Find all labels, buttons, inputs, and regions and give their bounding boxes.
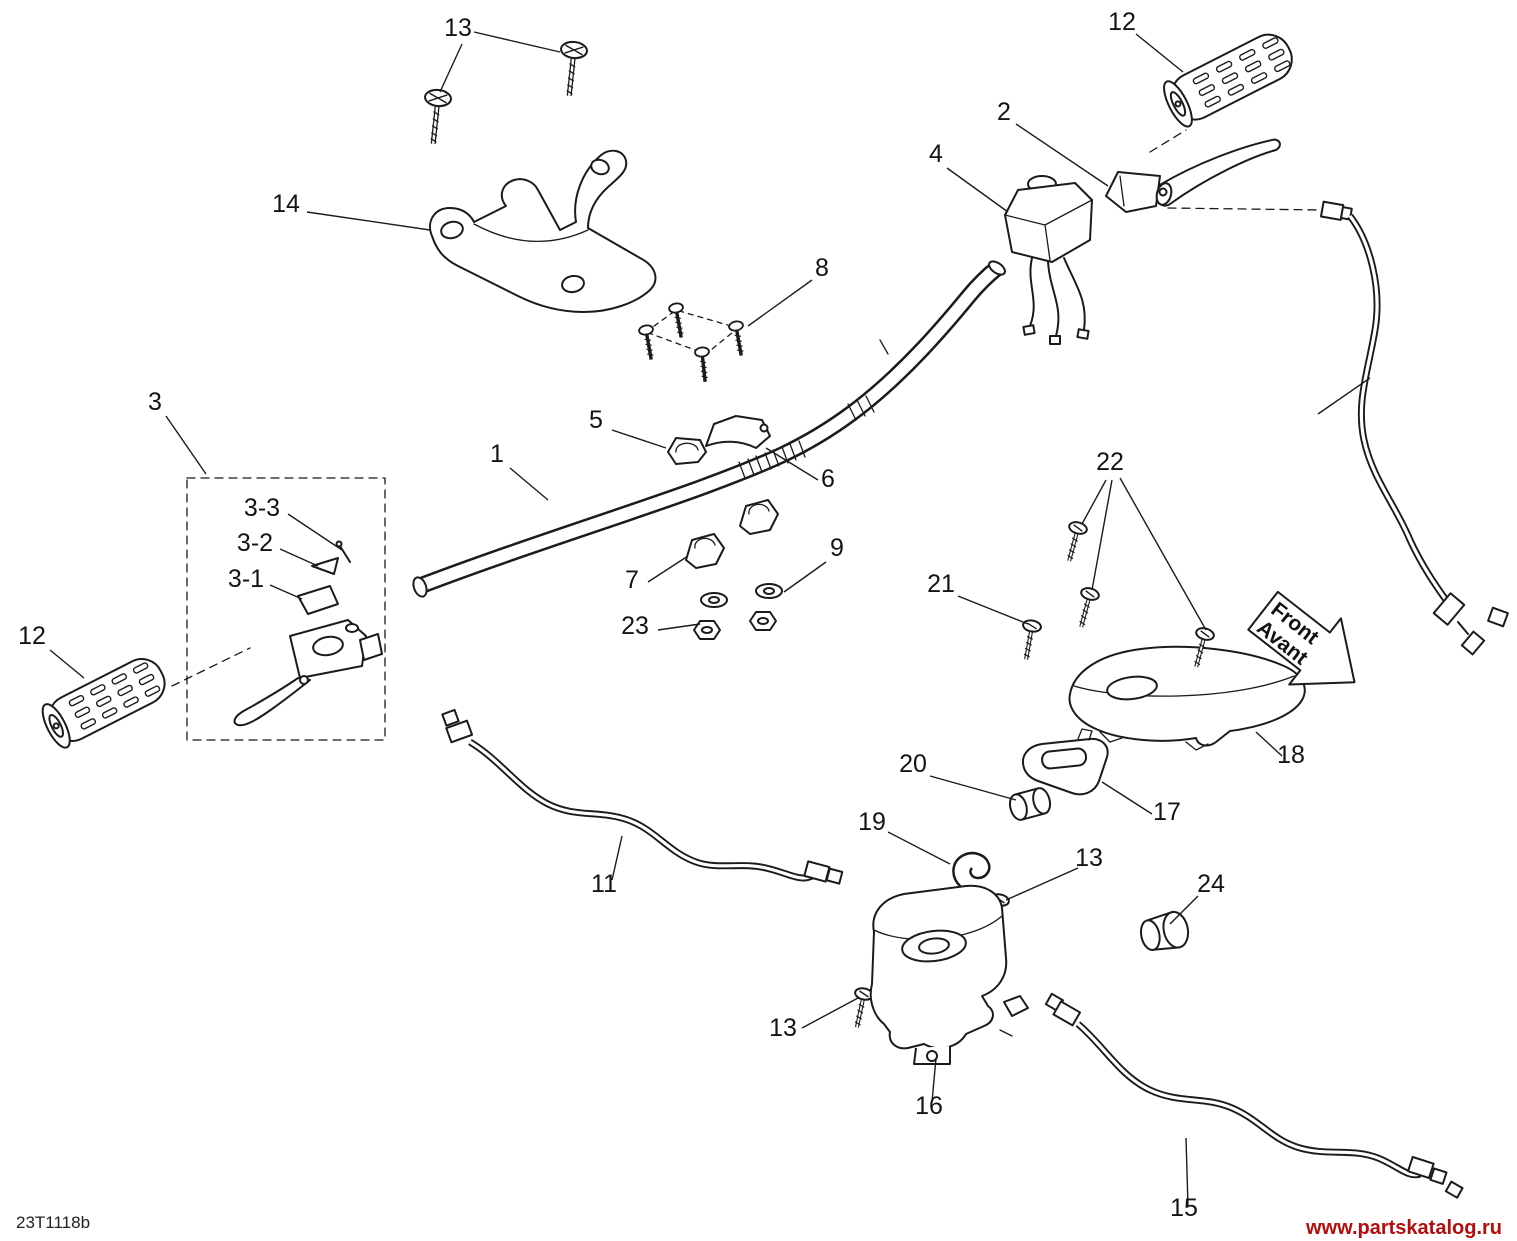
part-cable-10 [1167, 200, 1509, 656]
part-screw-22-a [1058, 518, 1091, 566]
callout-18: 18 [1277, 741, 1305, 769]
callout-3-2: 3-2 [237, 529, 273, 557]
part-grip-left [41, 658, 166, 749]
part-clamp-5 [667, 437, 707, 465]
part-master-cylinder-kit [171, 477, 386, 741]
part-brake-lever-unit [1105, 129, 1281, 213]
callout-5: 5 [589, 406, 603, 434]
part-grip-right [1163, 33, 1293, 128]
callout-17: 17 [1153, 798, 1181, 826]
callout-14: 14 [272, 190, 300, 218]
callout-13-low: 13 [769, 1014, 797, 1042]
part-lever-17 [1022, 728, 1109, 796]
callout-3-1: 3-1 [228, 565, 264, 593]
part-housing-16 [869, 884, 1029, 1065]
callout-3: 3 [148, 388, 162, 416]
part-screw-21 [1015, 617, 1044, 664]
part-screws-8 [636, 300, 750, 385]
callout-20: 20 [899, 750, 927, 778]
callout-12-right: 12 [1108, 8, 1136, 36]
leader-lines [49, 31, 1371, 1207]
part-housing-18 [1068, 645, 1306, 751]
callout-9: 9 [830, 534, 844, 562]
callout-16: 16 [915, 1092, 943, 1120]
part-clamp-7 [685, 499, 779, 569]
callout-7: 7 [625, 566, 639, 594]
callout-19: 19 [858, 808, 886, 836]
callout-23: 23 [621, 612, 649, 640]
callout-6: 6 [821, 465, 835, 493]
callout-13-top: 13 [444, 14, 472, 42]
callout-22: 22 [1096, 448, 1124, 476]
callout-11: 11 [591, 870, 617, 898]
callout-12-left: 12 [18, 622, 46, 650]
callout-2: 2 [997, 98, 1011, 126]
callout-15: 15 [1170, 1194, 1198, 1222]
part-bracket [429, 149, 657, 313]
part-bushing-20 [1008, 787, 1052, 821]
part-clamp-6 [705, 415, 771, 449]
callout-21: 21 [927, 570, 955, 598]
callout-8: 8 [815, 254, 829, 282]
part-screw-22-b [1070, 584, 1103, 632]
part-cap-24 [1139, 910, 1190, 951]
part-switch-housing [1004, 175, 1093, 345]
callout-4: 4 [929, 140, 943, 168]
callout-3-3: 3-3 [244, 494, 280, 522]
part-cable-15 [1044, 992, 1464, 1199]
diagram-code: 23T1118b [16, 1213, 90, 1232]
callout-24: 24 [1197, 870, 1225, 898]
part-washers-nuts [693, 583, 783, 640]
part-screw-13-a [420, 89, 452, 145]
callout-1: 1 [490, 440, 504, 468]
part-screw-13-b [556, 41, 588, 97]
watermark-link[interactable]: www.partskatalog.ru [1305, 1217, 1502, 1239]
callout-13-mid: 13 [1075, 844, 1103, 872]
part-cable-11 [441, 708, 844, 885]
